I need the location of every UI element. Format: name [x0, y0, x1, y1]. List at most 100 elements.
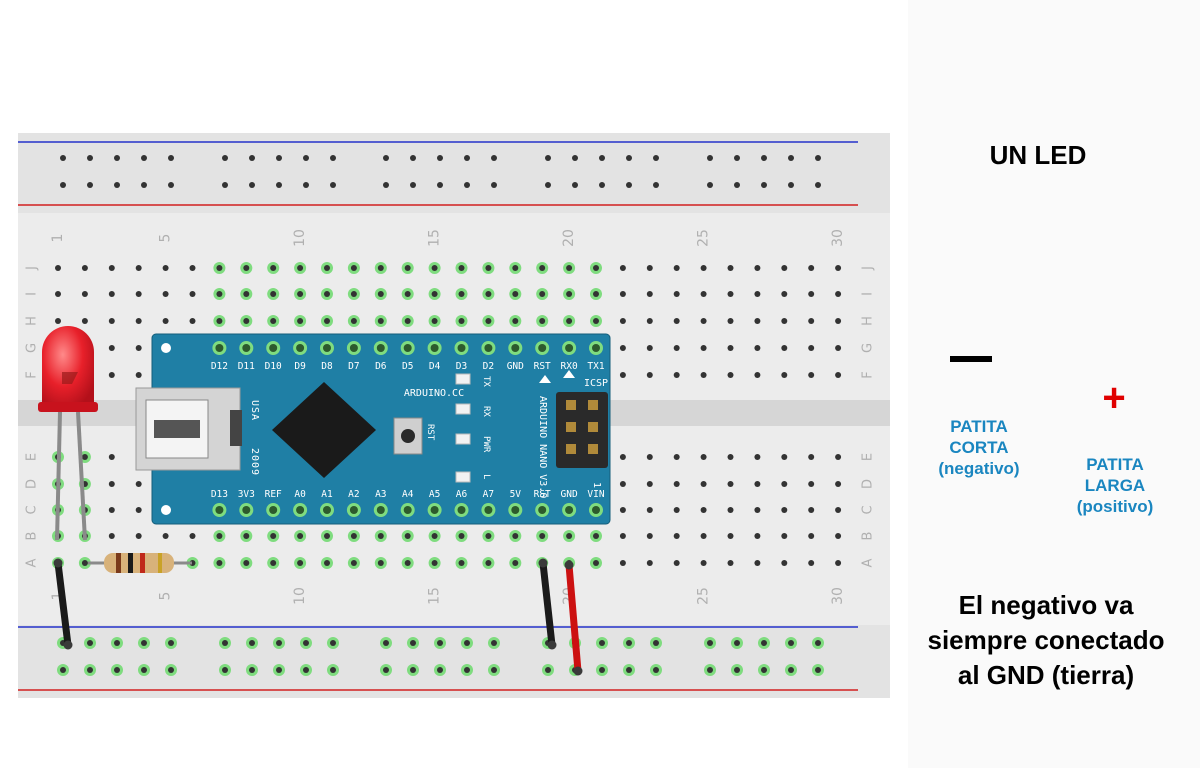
column-number: 15	[427, 587, 443, 605]
breadboard-hole	[700, 345, 707, 351]
breadboard-hole	[404, 533, 411, 539]
breadboard-hole	[781, 454, 788, 460]
breadboard-hole	[189, 318, 196, 324]
negative-pin-label-line3: (negativo)	[938, 459, 1020, 478]
header-pin	[376, 506, 385, 514]
rail-hole	[410, 640, 416, 646]
breadboard-hole	[485, 265, 492, 271]
rst-button-label: RST	[425, 424, 435, 441]
rail-hole	[599, 182, 605, 188]
rail-hole	[788, 667, 794, 673]
breadboard-hole	[673, 454, 680, 460]
breadboard-hole	[377, 291, 384, 297]
led-rim	[38, 402, 98, 412]
breadboard-hole	[673, 560, 680, 566]
positive-pin-label-line2: LARGA	[1084, 476, 1146, 495]
breadboard-hole	[350, 318, 357, 324]
row-letter: C	[861, 505, 876, 514]
header-pin	[215, 506, 224, 514]
breadboard-hole	[324, 265, 330, 271]
breadboard-hole	[324, 560, 330, 566]
rail-hole	[815, 640, 821, 646]
rail-hole	[410, 182, 416, 188]
rail-hole	[437, 182, 443, 188]
rail-hole	[114, 155, 120, 161]
breadboard-hole	[324, 318, 330, 324]
rail-hole	[788, 182, 794, 188]
rail-hole	[60, 667, 66, 673]
header-pin	[457, 506, 466, 514]
usa-label: USA	[249, 400, 260, 421]
rail-hole	[222, 155, 228, 161]
row-letter: E	[861, 453, 876, 461]
breadboard-hole	[135, 533, 142, 539]
status-led-label: PWR	[481, 436, 491, 453]
negative-pin-label-line1: PATITA	[950, 417, 1008, 436]
breadboard-hole	[593, 533, 599, 539]
breadboard-hole	[270, 265, 277, 271]
breadboard-hole	[781, 372, 788, 378]
plus-sign: +	[1102, 376, 1126, 420]
icsp-header	[556, 392, 608, 468]
breadboard-hole	[673, 265, 680, 271]
rail-hole	[572, 182, 578, 188]
rail-hole	[734, 640, 740, 646]
breadboard-hole	[243, 265, 250, 271]
header-pin	[538, 344, 547, 352]
minus-sign	[950, 356, 992, 362]
breadboard-hole	[835, 454, 842, 460]
top-pin-label: RX0	[561, 361, 578, 372]
breadboard-hole	[297, 533, 304, 539]
breadboard-hole	[754, 533, 761, 539]
breadboard-hole	[270, 318, 277, 324]
rail-hole	[276, 155, 282, 161]
breadboard-hole	[700, 291, 707, 297]
breadboard-hole	[108, 372, 115, 378]
breadboard-hole	[270, 560, 277, 566]
breadboard-hole	[619, 265, 626, 271]
breadboard-hole	[835, 481, 842, 487]
bottom-pin-label: A5	[429, 489, 440, 500]
breadboard-hole	[619, 533, 626, 539]
rail-hole	[491, 640, 497, 646]
row-letter: I	[25, 292, 40, 296]
breadboard-hole	[835, 318, 842, 324]
breadboard-hole	[431, 533, 438, 539]
usb-port-back	[230, 410, 242, 446]
breadboard-hole	[619, 291, 626, 297]
breadboard-hole	[646, 481, 653, 487]
breadboard-hole	[781, 345, 788, 351]
rail-hole	[734, 182, 740, 188]
bottom-pin-label: A3	[375, 489, 386, 500]
header-pin	[430, 344, 439, 352]
top-pin-label: D4	[429, 361, 441, 372]
wire-gnd-led	[54, 559, 72, 649]
rail-hole	[437, 640, 443, 646]
rail-hole	[734, 667, 740, 673]
row-letter: C	[25, 505, 40, 514]
breadboard-hole	[727, 318, 734, 324]
breadboard-hole	[243, 291, 250, 297]
breadboard-hole	[458, 318, 465, 324]
status-led	[455, 403, 471, 415]
gnd-note-line3: al GND (tierra)	[957, 660, 1135, 690]
rail-hole	[114, 667, 120, 673]
breadboard-hole	[593, 291, 599, 297]
rail-hole	[464, 182, 470, 188]
model-label: ARDUINO NANO V3.0	[537, 396, 548, 498]
header-pin	[242, 344, 251, 352]
breadboard-hole	[808, 318, 815, 324]
breadboard-hole	[673, 345, 680, 351]
breadboard-hole	[55, 265, 61, 271]
row-letter: B	[861, 532, 876, 541]
top-pin-label: D11	[238, 361, 255, 372]
rail-hole	[141, 155, 147, 161]
breadboard-hole	[619, 560, 626, 566]
negative-pin-label-line2: CORTA	[949, 438, 1009, 457]
breadboard-hole	[216, 533, 223, 539]
bottom-pin-label: A7	[483, 489, 494, 500]
row-letter: J	[25, 266, 40, 271]
rail-hole	[330, 640, 336, 646]
breadboard-hole	[108, 533, 115, 539]
breadboard-hole	[593, 318, 599, 324]
